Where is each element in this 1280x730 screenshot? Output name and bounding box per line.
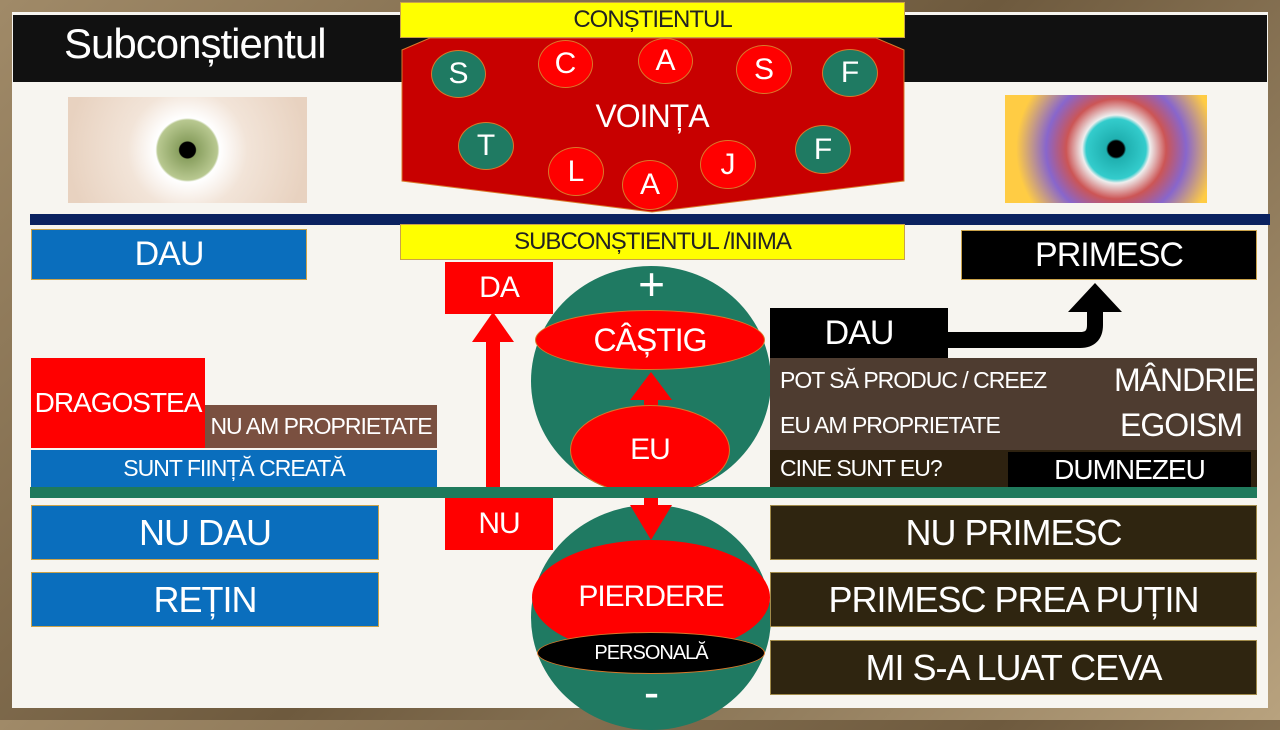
- green-eye-image: [68, 97, 307, 203]
- retin: REȚIN: [31, 572, 379, 627]
- da-box: DA: [445, 262, 553, 314]
- nu-box: NU: [445, 498, 553, 550]
- castig-ellipse: CÂȘTIG: [535, 310, 765, 370]
- vointa-label: VOINȚA: [595, 97, 709, 134]
- letter-circle: J: [700, 140, 756, 189]
- minus-sign: -: [643, 666, 659, 718]
- mosaic-eye-image: [1005, 95, 1207, 203]
- letter-circle: S: [431, 50, 486, 98]
- mi-s-a-luat-ceva: MI S-A LUAT CEVA: [770, 640, 1257, 695]
- slide-title: Subconștientul: [64, 20, 327, 67]
- dumnezeu: DUMNEZEU: [1008, 452, 1251, 487]
- green-divider: [30, 487, 1257, 498]
- eu-ellipse: EU: [570, 405, 730, 495]
- letter-circle: C: [538, 40, 593, 88]
- pot-sa-produc: POT SĂ PRODUC / CREEZ: [780, 367, 1047, 393]
- cine-sunt-eu: CINE SUNT EU?: [780, 455, 943, 481]
- nu-dau: NU DAU: [31, 505, 379, 560]
- dragostea-box: DRAGOSTEA: [31, 358, 205, 448]
- subconstient-label: SUBCONȘTIENTUL /INIMA: [400, 224, 905, 260]
- letter-circle: F: [822, 49, 878, 97]
- eu-am-proprietate: EU AM PROPRIETATE: [780, 412, 1001, 438]
- primesc-box: PRIMESC: [961, 230, 1257, 280]
- letter-circle: L: [548, 147, 604, 196]
- letter-circle: T: [458, 122, 514, 170]
- nu-primesc: NU PRIMESC: [770, 505, 1257, 560]
- egoism: EGOISM: [1120, 407, 1243, 443]
- left-dau: DAU: [31, 229, 307, 280]
- letter-circle: F: [795, 125, 851, 174]
- letter-circle: S: [736, 45, 792, 94]
- mandrie: MÂNDRIE: [1114, 362, 1256, 398]
- letter-circle: A: [638, 38, 693, 84]
- plus-sign: +: [638, 258, 665, 310]
- primesc-prea-putin: PRIMESC PREA PUȚIN: [770, 572, 1257, 627]
- letter-circle: A: [622, 160, 678, 210]
- right-dau: DAU: [770, 308, 948, 358]
- navy-divider: [30, 214, 1270, 225]
- nu-am-proprietate: NU AM PROPRIETATE: [205, 405, 437, 448]
- constient-label: CONȘTIENTUL: [400, 2, 905, 38]
- personala-ellipse: PERSONALĂ: [537, 632, 765, 674]
- attributes-panel: [770, 358, 1257, 450]
- sunt-fiinta-creata: SUNT FIINȚĂ CREATĂ: [31, 450, 437, 487]
